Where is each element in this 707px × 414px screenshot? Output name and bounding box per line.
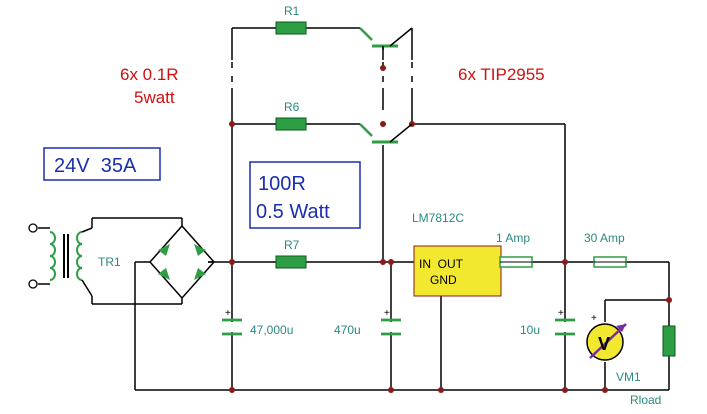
meter-plus: + <box>591 313 597 324</box>
resistor-spec-line1: 6x 0.1R <box>120 65 179 84</box>
label-load: Rload <box>630 393 661 407</box>
label-r6: R6 <box>284 100 300 114</box>
input-terminal-top[interactable] <box>28 223 38 233</box>
meter-symbol: V <box>598 334 610 354</box>
supply-rating-box <box>43 147 161 181</box>
resistor-rload[interactable] <box>662 325 676 357</box>
r7-spec-line1: 100R <box>258 173 306 195</box>
voltmeter-vm1[interactable] <box>586 323 627 361</box>
resistor-r6[interactable] <box>275 117 307 131</box>
label-r7: R7 <box>284 238 300 252</box>
svg-text:+: + <box>558 308 564 319</box>
resistor-spec-line2: 5watt <box>134 88 175 107</box>
r7-spec-line2: 0.5 Watt <box>256 201 330 223</box>
regulator-in-out: IN OUT <box>419 257 464 271</box>
label-meter: VM1 <box>616 370 641 384</box>
regulator-lm7812c[interactable] <box>413 245 502 297</box>
r7-spec-box <box>249 161 361 229</box>
regulator-gnd: GND <box>430 273 457 287</box>
label-cap1: 47,000u <box>250 323 293 337</box>
label-cap3: 10u <box>520 323 540 337</box>
label-fuse-1amp: 1 Amp <box>496 231 530 245</box>
transformer-tr1[interactable] <box>49 227 93 297</box>
transistor-q2[interactable] <box>359 123 413 144</box>
label-regulator: LM7812C <box>412 211 464 225</box>
label-tr1: TR1 <box>98 255 121 269</box>
transistor-spec: 6x TIP2955 <box>458 65 545 84</box>
input-terminal-bottom[interactable] <box>28 279 38 289</box>
capacitor-plus-signs: + + + <box>225 308 564 319</box>
transistor-q1[interactable] <box>359 27 413 50</box>
label-r1: R1 <box>284 4 300 18</box>
supply-rating: 24V 35A <box>54 155 137 177</box>
svg-text:+: + <box>384 308 390 319</box>
svg-text:+: + <box>225 308 231 319</box>
resistor-r7[interactable] <box>275 255 307 269</box>
resistor-r1[interactable] <box>275 21 307 35</box>
bridge-rectifier[interactable] <box>134 224 216 300</box>
label-fuse-30amp: 30 Amp <box>584 231 625 245</box>
label-cap2: 470u <box>334 323 361 337</box>
